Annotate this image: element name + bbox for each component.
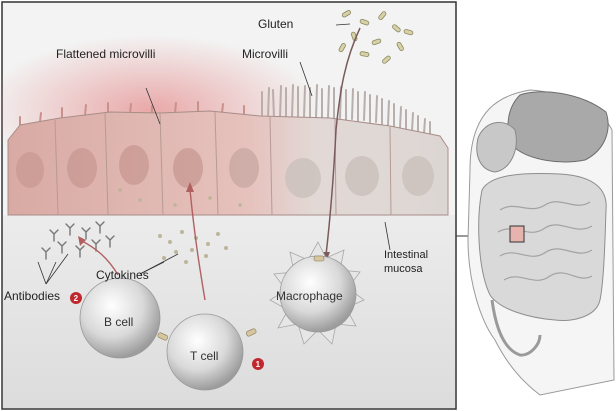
zoom-region-marker: [509, 225, 525, 243]
step-badge-2: 2: [70, 292, 82, 304]
label-flattened-microvilli: Flattened microvilli: [56, 47, 155, 61]
gluten-path-arrow: [325, 27, 361, 256]
step-badge-1: 1: [252, 358, 264, 370]
digestive-system-illustration: [467, 89, 615, 396]
cell-contacts: [157, 255, 325, 341]
t-cell: [166, 313, 244, 391]
label-antibodies: Antibodies: [4, 289, 60, 303]
cytokine-particles: [118, 188, 242, 264]
label-macrophage: Macrophage: [276, 289, 343, 303]
flattened-microvilli-stubs: [19, 101, 245, 126]
antibody-molecules: [41, 221, 115, 260]
intestinal-epithelium: [7, 110, 449, 216]
gluten-particles: [338, 10, 414, 64]
label-intestinal: Intestinal: [384, 249, 428, 261]
label-b-cell: B cell: [104, 315, 133, 329]
cell-nuclei: [16, 145, 434, 198]
label-mucosa: mucosa: [384, 263, 423, 275]
step-badge-1-label: 1: [256, 360, 261, 369]
label-gluten: Gluten: [258, 17, 293, 31]
leader-lines: [37, 23, 391, 285]
label-microvilli: Microvilli: [242, 47, 288, 61]
step-badge-2-label: 2: [74, 294, 79, 303]
antibody-arrow-head: [78, 236, 86, 246]
macrophage: [269, 241, 365, 345]
cytokine-arrow-head: [186, 182, 194, 192]
label-cytokines: Cytokines: [96, 268, 149, 282]
b-cell: [79, 277, 161, 359]
label-t-cell: T cell: [190, 349, 218, 363]
